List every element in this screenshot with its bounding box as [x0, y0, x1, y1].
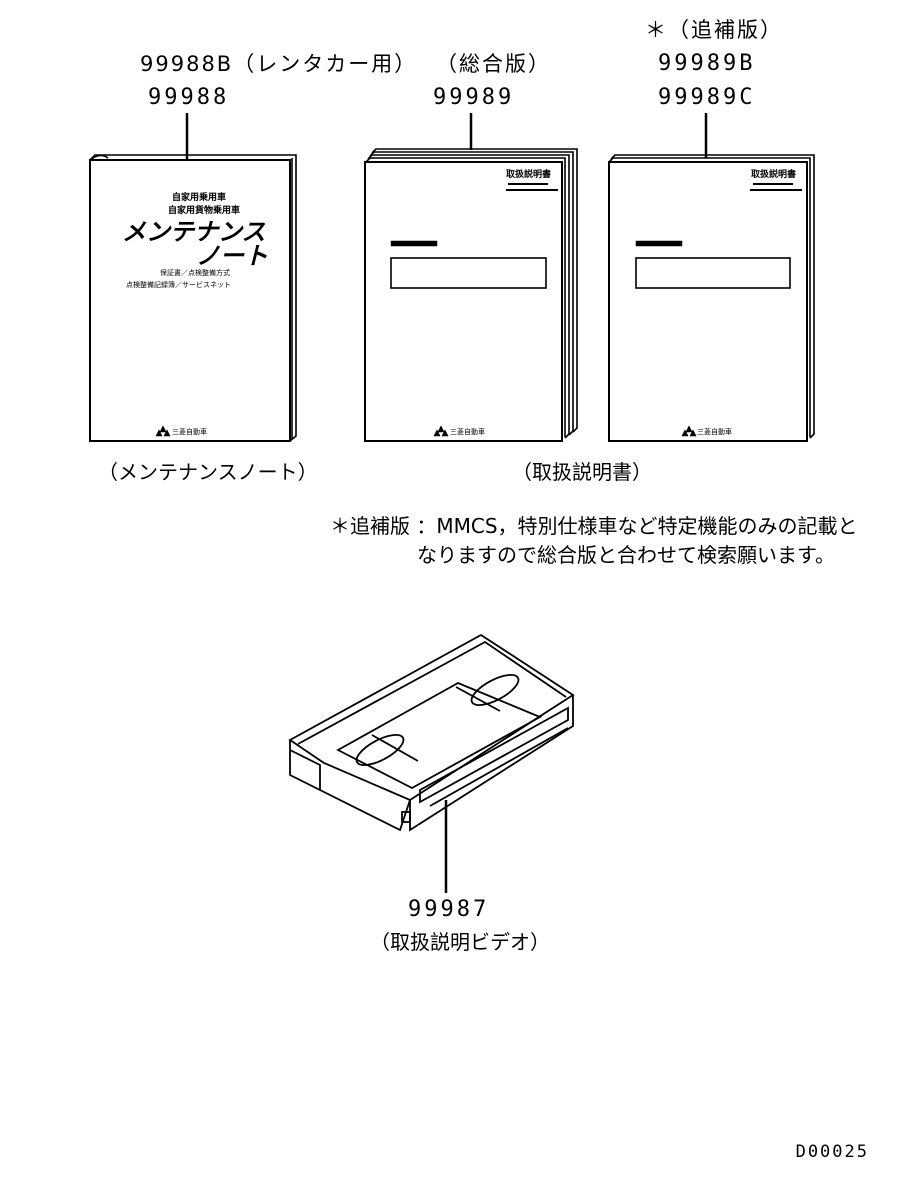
caption-video: （取扱説明ビデオ） — [370, 930, 550, 954]
caption-owners-manual: （取扱説明書） — [512, 460, 652, 484]
video-cassette — [288, 633, 575, 893]
owners-manual-general-book — [364, 113, 578, 442]
caption-maintenance-note: （メンテナンスノート） — [98, 460, 318, 484]
label-99988b-rental: 99988B（レンタカー用） — [140, 52, 418, 76]
owners-manual-supplement-book — [608, 113, 815, 442]
maintenance-note-book — [89, 113, 297, 442]
note-cover-line2: 自家用貨物乗用車 — [168, 204, 240, 216]
label-99989c: 99989C — [658, 85, 756, 110]
note-cover-title2: ノート — [196, 242, 268, 270]
label-99988: 99988 — [148, 85, 230, 110]
label-99987: 99987 — [408, 897, 490, 922]
note-cover-line1: 自家用乗用車 — [172, 191, 226, 203]
supplement-cover-title: 取扱説明書 — [751, 168, 796, 180]
label-general-edition: （総合版） — [436, 52, 551, 76]
note-cover-sub1: 保証書／点検整備方式 — [160, 268, 230, 277]
general-cover-title: 取扱説明書 — [506, 168, 551, 180]
general-cover-maker: 三菱自動車 — [450, 427, 485, 436]
note-line2: なりますので総合版と合わせて検索願います。 — [417, 543, 835, 567]
label-99989b: 99989B — [658, 51, 756, 76]
drawing-id: D00025 — [795, 1142, 869, 1162]
note-cover-sub2: 点検整備記録簿／サービスネット — [126, 280, 231, 289]
note-cover-maker: 三菱自動車 — [172, 427, 207, 436]
label-supplement-edition: ＊（追補版） — [645, 18, 783, 42]
note-line1: ＊追補版 ：MMCS，特別仕様車など特定機能のみの記載と — [330, 514, 858, 538]
note-cover-title1: メンテナンス — [122, 218, 266, 246]
label-99989: 99989 — [433, 85, 515, 110]
supplement-cover-maker: 三菱自動車 — [697, 427, 732, 436]
